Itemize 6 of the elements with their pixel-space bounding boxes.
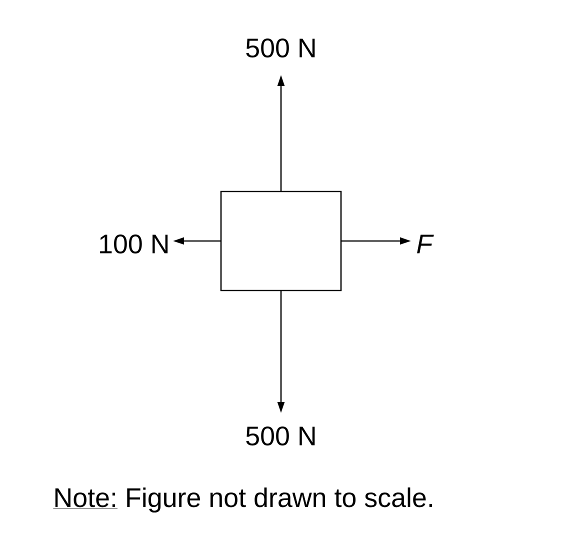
force-label: 100 N <box>100 234 168 254</box>
force-label: 500 N <box>246 38 315 58</box>
force-label: F <box>417 234 434 254</box>
force-label: 500 N <box>246 426 315 446</box>
block-box <box>220 190 342 292</box>
note-text: Note: Figure not drawn to scale. <box>53 487 432 513</box>
